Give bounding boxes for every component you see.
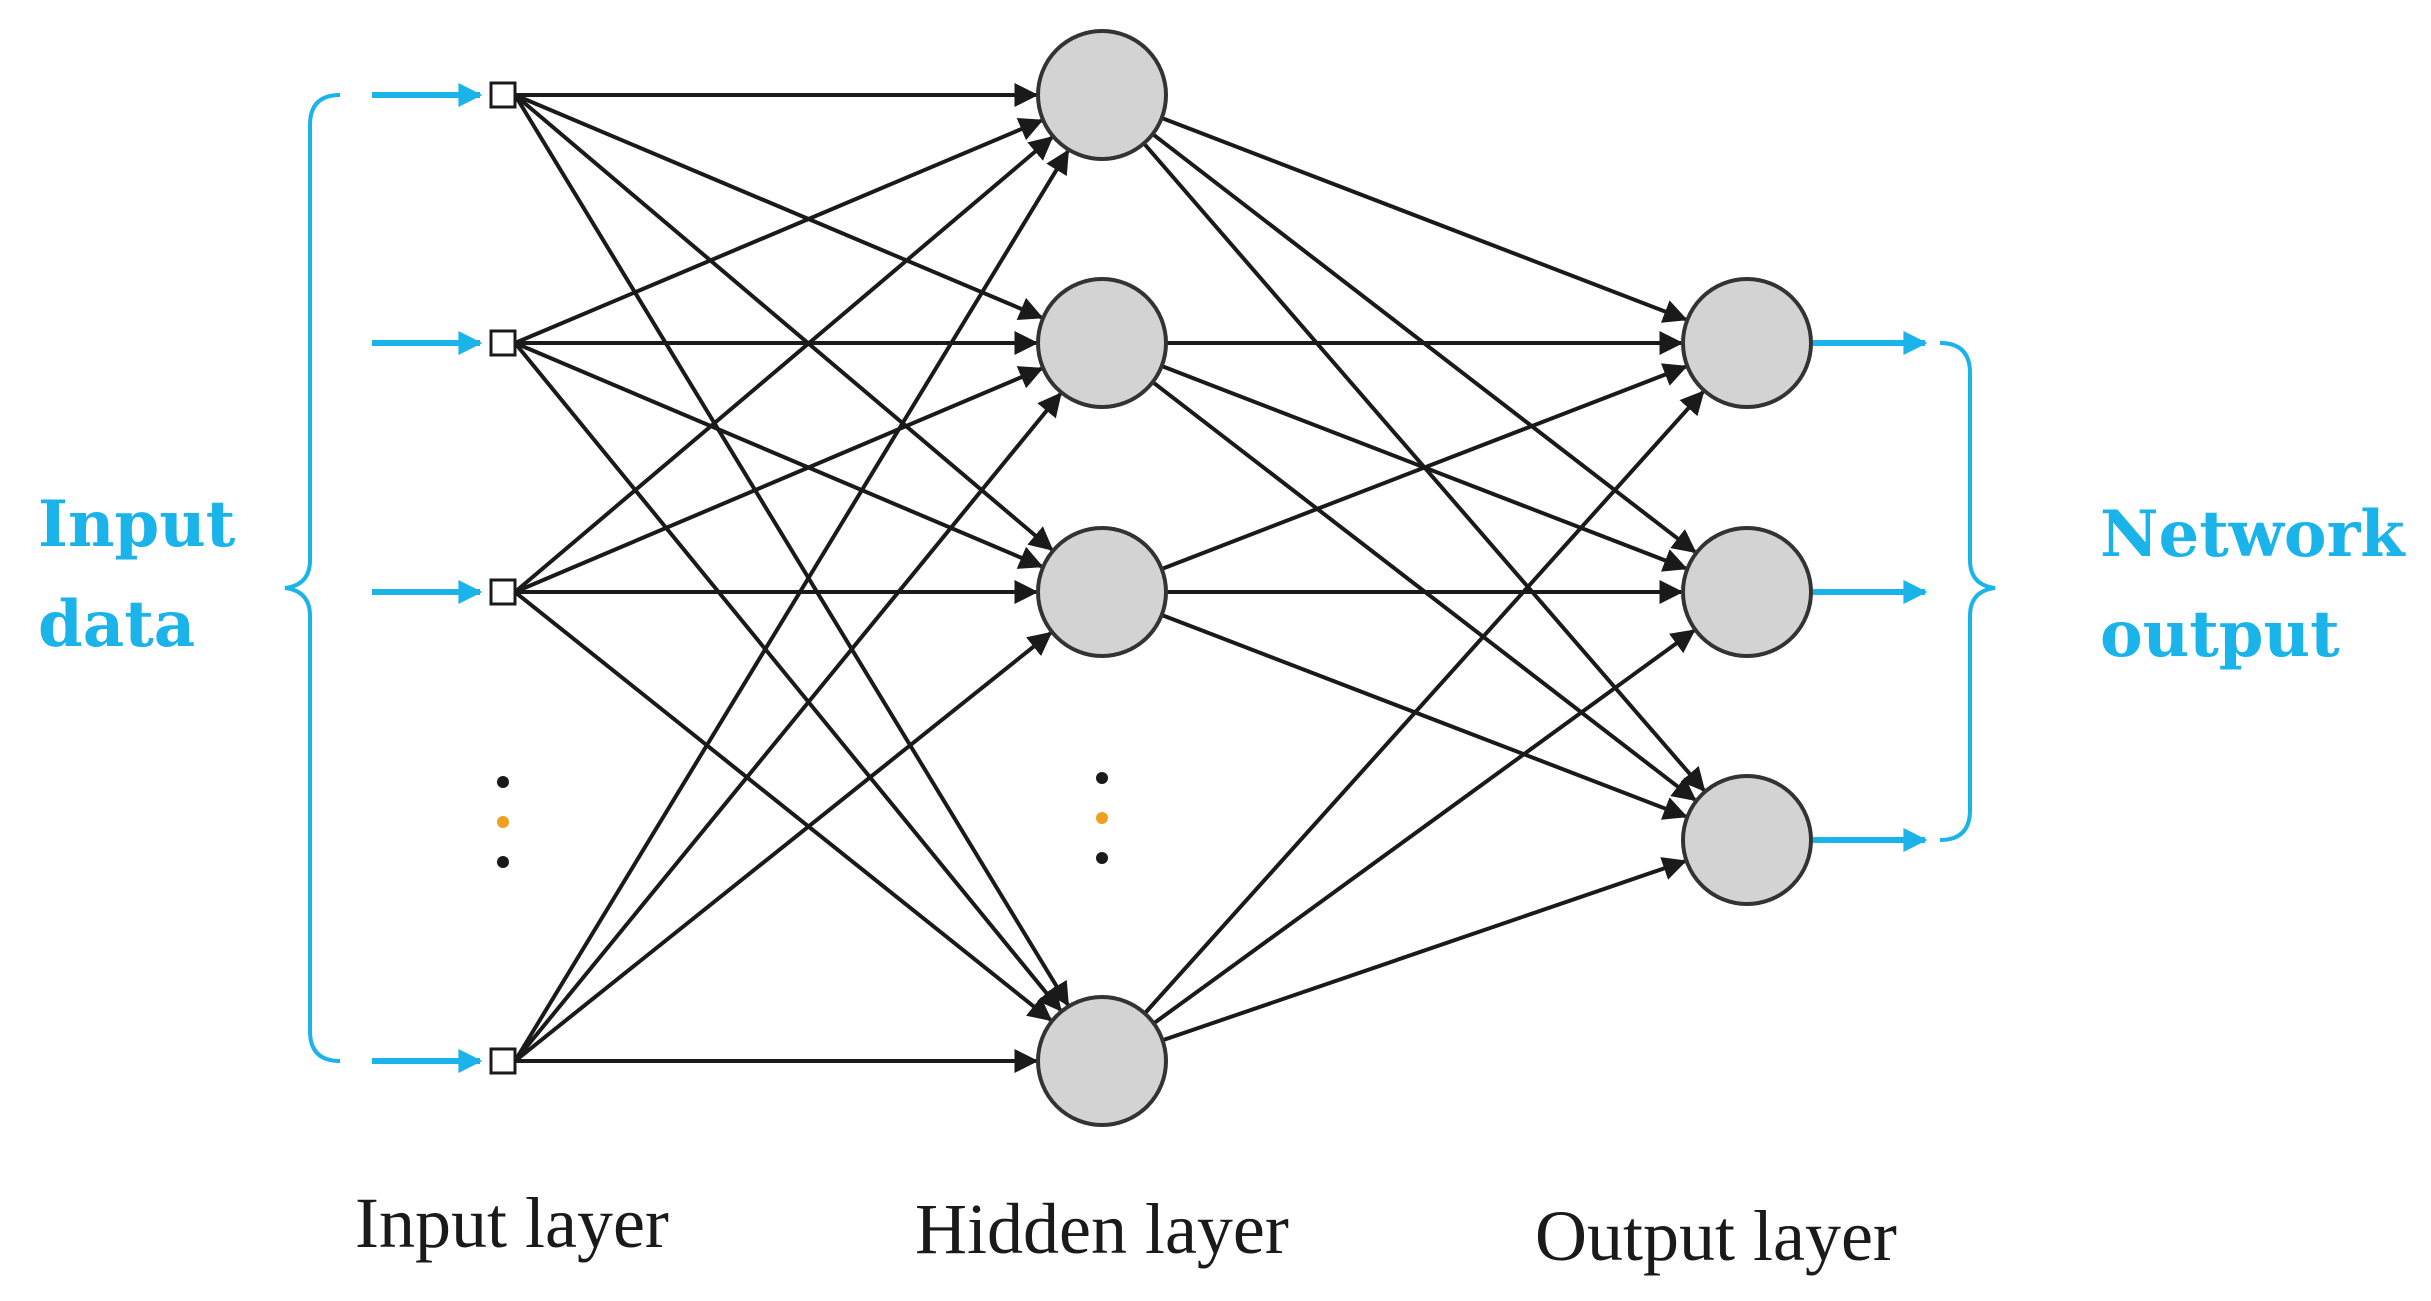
output-neuron-3 <box>1681 774 1813 906</box>
edge-input-1-to-hidden-2 <box>514 93 1044 320</box>
input-data-label-line-1: Input <box>38 487 236 562</box>
output-arrows <box>1813 331 1928 852</box>
output-side: Network output <box>1813 331 2427 852</box>
network-output-label-line-1: Network <box>2100 497 2406 572</box>
edge-input-1-to-hidden-4 <box>513 93 1070 1007</box>
edge-hidden-3-to-output-1 <box>1160 363 1688 571</box>
edge-input-2-to-hidden-4 <box>513 341 1062 1012</box>
input-node-4 <box>489 1047 517 1075</box>
input-layer-nodes <box>489 81 517 1075</box>
network-output-label: Network output <box>2100 497 2427 672</box>
network-output-label-line-2: output <box>2100 597 2340 672</box>
input-data-brace <box>284 93 341 1063</box>
hidden-ellipsis-dot-1 <box>1096 772 1108 784</box>
edge-input-3-to-hidden-1 <box>513 136 1054 594</box>
input-ellipsis-dot-3 <box>497 856 509 868</box>
input-node-3 <box>489 578 517 606</box>
edge-input-4-to-hidden-3 <box>513 631 1053 1063</box>
hidden-neuron-2 <box>1036 277 1168 409</box>
output-neuron-2 <box>1681 526 1813 658</box>
input-data-label: Input data <box>38 487 258 662</box>
edge-input-2-to-hidden-1 <box>514 118 1044 345</box>
input-ellipsis-dot-1 <box>497 776 509 788</box>
hidden-neuron-4 <box>1036 995 1168 1127</box>
edge-hidden-1-to-output-1 <box>1161 116 1688 323</box>
input-layer-ellipsis <box>497 776 509 868</box>
edge-hidden-4-to-output-2 <box>1152 629 1696 1025</box>
input-node-1 <box>489 81 517 109</box>
edge-input-4-to-hidden-2 <box>513 392 1062 1063</box>
input-side: Input data <box>38 83 483 1073</box>
network-output-brace <box>1939 341 1996 842</box>
edge-hidden-3-to-output-3 <box>1161 613 1688 820</box>
hidden-ellipsis-dot-3 <box>1096 852 1108 864</box>
hidden-neuron-1 <box>1036 29 1168 161</box>
edge-hidden-4-to-output-1 <box>1143 390 1705 1015</box>
edge-hidden-4-to-output-3 <box>1161 857 1687 1043</box>
output-neuron-1 <box>1681 277 1813 409</box>
input-node-2 <box>489 329 517 357</box>
connection-edges <box>513 83 1706 1073</box>
input-ellipsis-dot-2 <box>497 816 509 828</box>
edge-input-4-to-hidden-1 <box>513 149 1070 1063</box>
hidden-layer-ellipsis <box>1096 772 1108 864</box>
output-layer-label: Output layer <box>1535 1196 1897 1276</box>
input-arrows <box>372 83 483 1073</box>
output-layer-nodes <box>1681 277 1813 906</box>
hidden-layer-nodes <box>1036 29 1168 1127</box>
edge-input-1-to-hidden-3 <box>513 93 1054 551</box>
edge-input-3-to-hidden-2 <box>514 366 1044 594</box>
input-data-label-line-2: data <box>38 587 195 662</box>
hidden-ellipsis-dot-2 <box>1096 812 1108 824</box>
hidden-neuron-3 <box>1036 526 1168 658</box>
hidden-layer-label: Hidden layer <box>915 1189 1289 1269</box>
edge-input-2-to-hidden-3 <box>514 341 1044 569</box>
input-layer-label: Input layer <box>355 1183 669 1263</box>
edge-input-3-to-hidden-4 <box>513 590 1053 1022</box>
